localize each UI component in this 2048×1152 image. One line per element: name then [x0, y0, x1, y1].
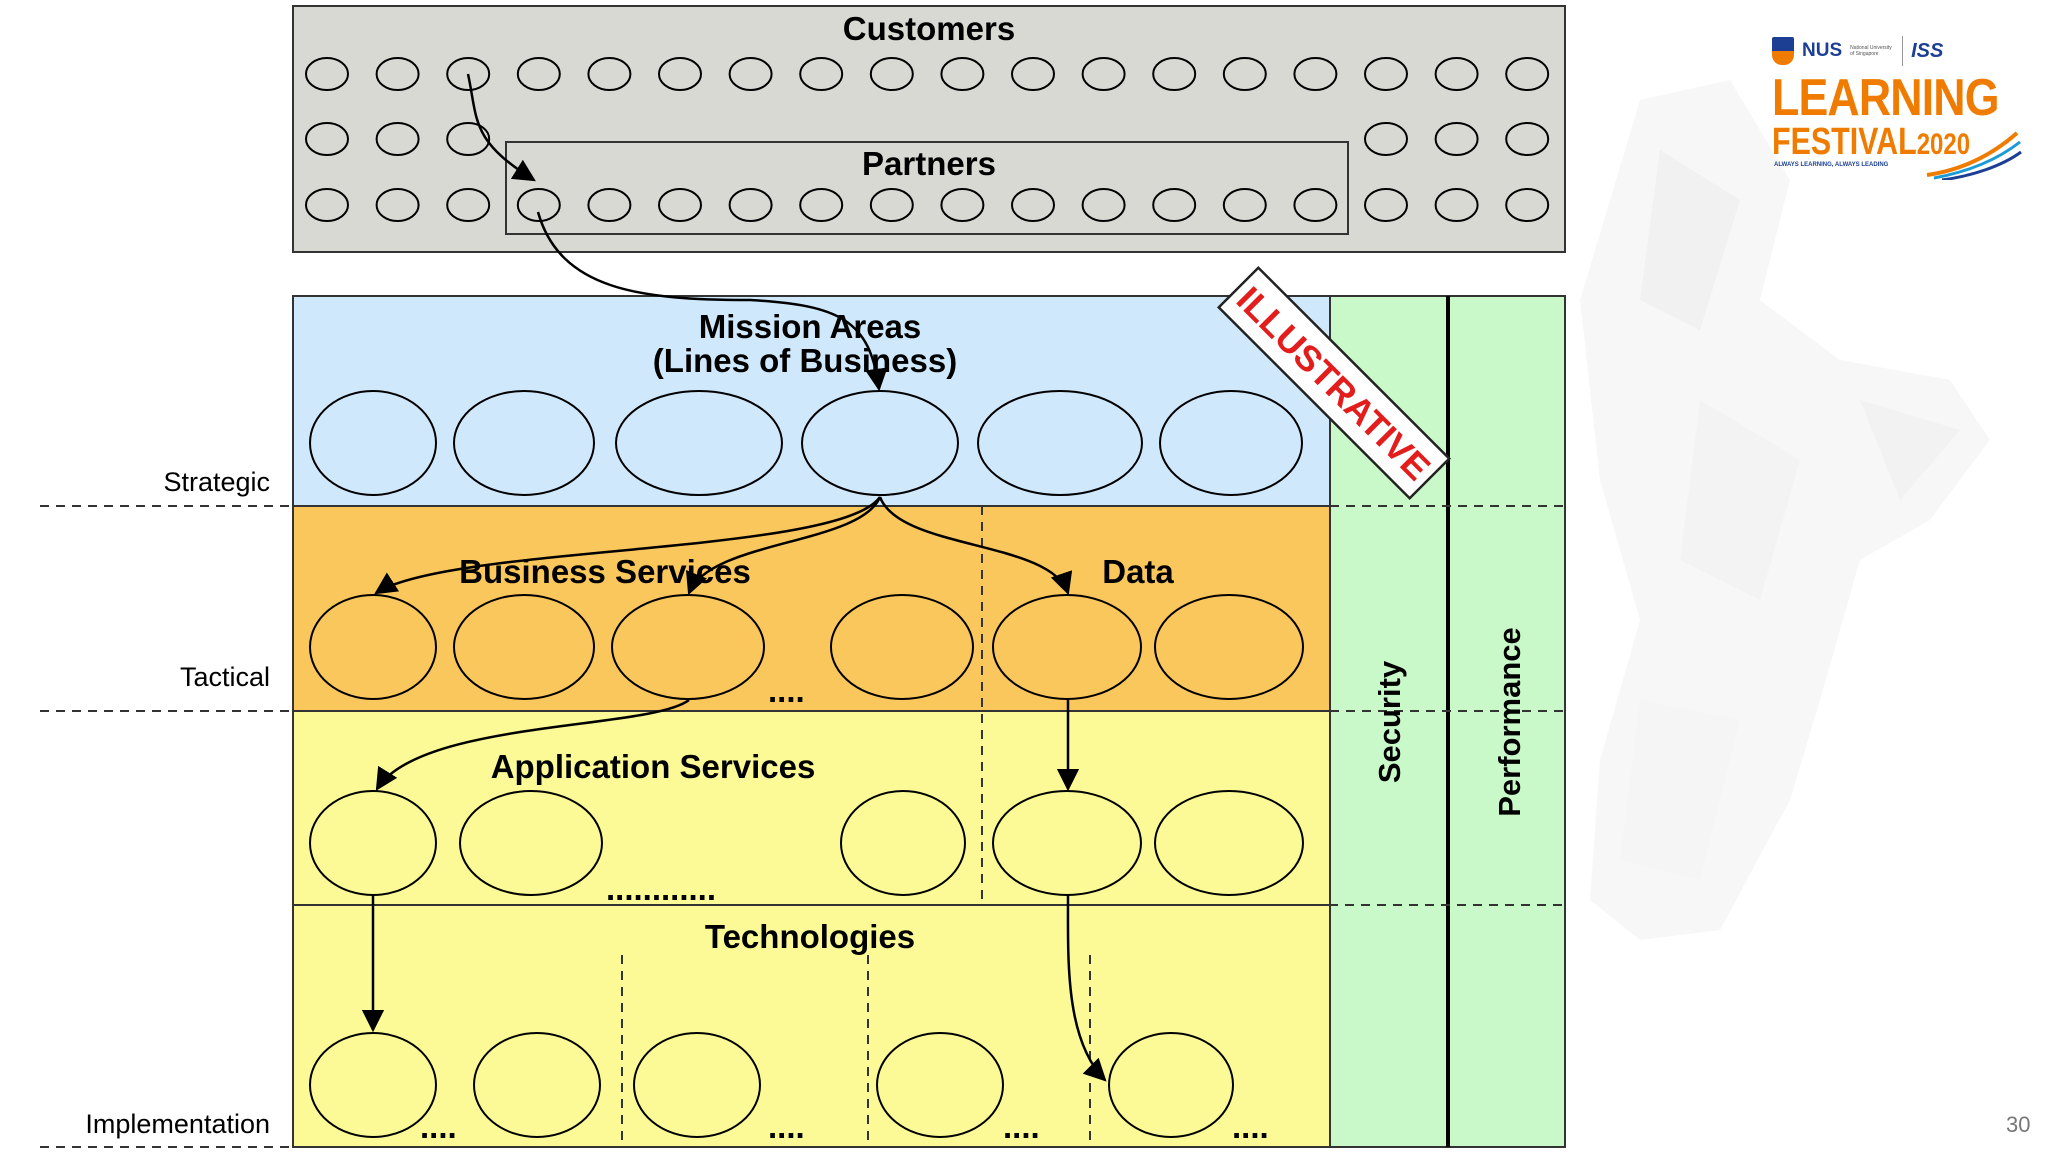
entity-circle — [1293, 57, 1338, 91]
entity-circle — [516, 188, 561, 222]
entity-circle — [1011, 188, 1055, 222]
entity-circle — [1152, 57, 1197, 91]
page-number: 30 — [2006, 1112, 2031, 1137]
entity-circle — [940, 188, 985, 222]
nus-crest-icon — [1772, 37, 1794, 65]
entity-circle — [1222, 57, 1267, 91]
logo-top-row: NUS National University of Singapore ISS — [1772, 34, 1943, 68]
business-service-ellipses — [309, 594, 1304, 700]
logo-learning-text: LEARNING — [1772, 69, 2000, 127]
entity-circle — [1364, 188, 1408, 222]
technologies-more-3: .... — [1003, 1108, 1040, 1145]
entity-circle — [1505, 57, 1550, 91]
customers-label: Customers — [843, 10, 1015, 47]
data-label: Data — [1102, 553, 1174, 590]
technologies-label: Technologies — [705, 918, 915, 955]
partners-label: Partners — [862, 145, 996, 182]
application-services-more: ............ — [606, 870, 716, 907]
entity-circle — [1081, 188, 1126, 222]
partners-box — [505, 141, 1349, 235]
nus-subtitle: National University of Singapore — [1850, 45, 1892, 57]
application-service-ellipses — [309, 790, 1304, 896]
mission-area-ellipses — [309, 390, 1303, 496]
application-services-label: Application Services — [491, 748, 816, 785]
entity-circle — [869, 57, 914, 91]
entity-circle — [305, 188, 349, 222]
logo-separator — [1902, 36, 1904, 66]
entity-circle — [587, 57, 632, 91]
entity-circle — [375, 122, 420, 156]
entity-circle — [516, 57, 561, 91]
entity-circle — [799, 188, 844, 222]
learning-festival-logo: NUS National University of Singapore ISS… — [1772, 34, 2022, 184]
decorative-background-figure — [1580, 80, 1990, 940]
nus-text: NUS — [1802, 40, 1843, 61]
security-label: Security — [1372, 660, 1407, 783]
entity-circle — [1364, 57, 1408, 91]
entity-circle — [446, 122, 491, 156]
entity-circle — [1434, 122, 1479, 156]
entity-circle — [587, 188, 632, 222]
business-services-more: .... — [768, 672, 805, 709]
technologies-more-2: .... — [768, 1108, 805, 1145]
implementation-level-label: Implementation — [85, 1109, 270, 1139]
entity-circle — [1434, 57, 1479, 91]
customer-circles — [305, 57, 1550, 222]
entity-circle — [1222, 188, 1267, 222]
entity-circle — [658, 188, 702, 222]
performance-column — [1447, 295, 1566, 1148]
logo-swoosh-lines — [1926, 131, 2022, 180]
technology-ellipses — [309, 1032, 1234, 1138]
entity-circle — [375, 57, 420, 91]
entity-circle — [1505, 188, 1550, 222]
entity-circle — [1152, 188, 1197, 222]
lines-of-business-label: (Lines of Business) — [653, 342, 957, 379]
entity-circle — [869, 188, 914, 222]
performance-label: Performance — [1492, 627, 1527, 817]
flow-arrows — [361, 73, 1107, 1082]
entity-circle — [375, 188, 420, 222]
mission-areas-label: Mission Areas — [699, 308, 922, 345]
technologies-more-4: .... — [1232, 1108, 1269, 1145]
entity-circle — [446, 188, 491, 222]
logo-year-text: 2020 — [1916, 128, 1971, 161]
entity-circle — [1364, 122, 1408, 156]
logo-festival-text: FESTIVAL — [1772, 121, 1917, 163]
entity-circle — [1081, 57, 1126, 91]
strategic-level-label: Strategic — [163, 467, 270, 497]
iss-swoosh-icon: ISS — [1911, 39, 1944, 62]
level-divider-lines — [40, 505, 1565, 1148]
entity-circle — [1434, 188, 1479, 222]
logo-festival-row: FESTIVAL2020 — [1772, 122, 1970, 165]
entity-circle — [305, 57, 349, 91]
entity-circle — [1505, 122, 1550, 156]
entity-circle — [1293, 188, 1338, 222]
entity-circle — [940, 57, 985, 91]
technologies-more-1: .... — [420, 1108, 457, 1145]
entity-circle — [1011, 57, 1055, 91]
customers-panel: Customers Partners — [292, 5, 1566, 253]
entity-circle — [658, 57, 702, 91]
tactical-level-label: Tactical — [180, 662, 270, 692]
partner-circles — [516, 188, 1338, 222]
entity-circle — [799, 57, 844, 91]
logo-tagline: ALWAYS LEARNING, ALWAYS LEADING — [1774, 162, 1889, 168]
entity-circle — [305, 122, 349, 156]
entity-circle — [728, 57, 773, 91]
entity-circle — [728, 188, 773, 222]
